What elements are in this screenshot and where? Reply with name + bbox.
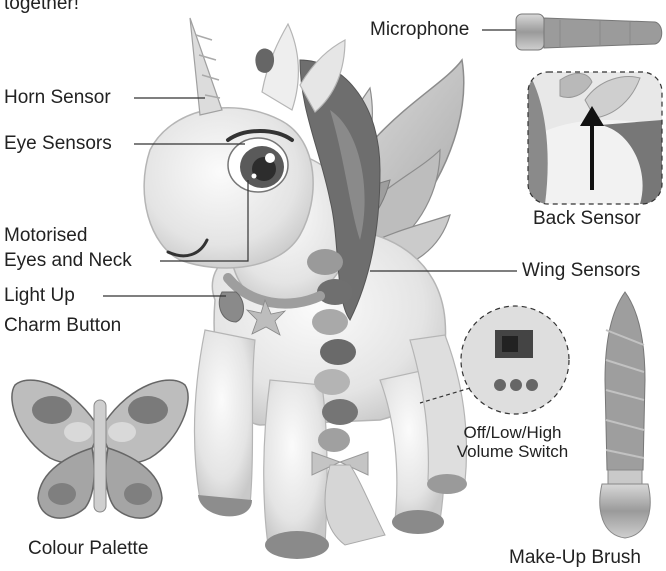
- label-microphone: Microphone: [370, 18, 469, 42]
- back-sensor-inset: [528, 72, 662, 204]
- label-volume-line1: Off/Low/High: [440, 423, 585, 442]
- label-light-up-line2: Charm Button: [4, 314, 121, 338]
- label-volume-line2: Volume Switch: [440, 442, 585, 461]
- butterfly-palette-illustration: [12, 380, 188, 518]
- label-eye-sensors: Eye Sensors: [4, 132, 112, 156]
- label-motorised-line1: Motorised: [4, 224, 87, 248]
- microphone-illustration: [516, 14, 662, 50]
- label-light-up-line1: Light Up: [4, 284, 75, 308]
- unicorn-illustration: [144, 18, 467, 559]
- label-motorised-line2: Eyes and Neck: [4, 249, 132, 273]
- label-makeup-brush: Make-Up Brush: [509, 546, 641, 570]
- label-wing-sensors: Wing Sensors: [522, 259, 640, 283]
- intro-text-fragment: together!: [4, 0, 79, 16]
- label-colour-palette: Colour Palette: [28, 537, 148, 561]
- label-back-sensor: Back Sensor: [533, 207, 641, 231]
- makeup-brush-illustration: [600, 292, 650, 538]
- label-horn-sensor: Horn Sensor: [4, 86, 111, 110]
